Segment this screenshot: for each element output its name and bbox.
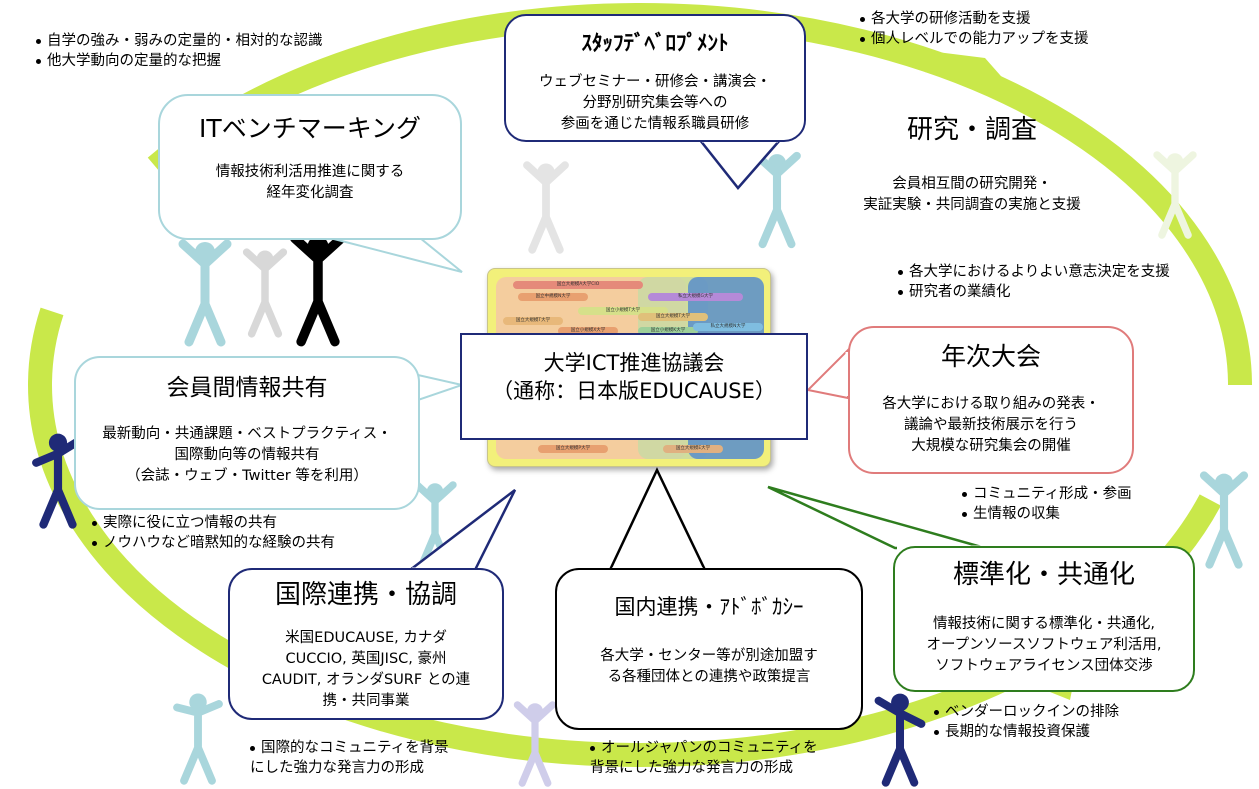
node-desc-line: ソフトウェアライセンス団体交渉	[935, 658, 1153, 674]
notes-bottom-left: 国際的なコミュニティを背景 にした強力な発言力の形成	[250, 738, 449, 778]
note-item: ノウハウなど暗黙知的な経験の共有	[92, 533, 335, 553]
university-label: 国立大規模T大学	[638, 313, 708, 321]
node-desc-line: 各大学・センター等が別途加盟す	[600, 648, 818, 664]
person-icon-navy-bottom	[874, 693, 926, 787]
node-desc-line: CAUDIT, オランダSURF との連	[261, 672, 471, 688]
node-desc-line: 米国EDUCAUSE, カナダ	[285, 630, 447, 646]
person-icon-lightgrey-top	[523, 161, 569, 254]
person-icon-navy-left	[32, 433, 86, 529]
notes-top-right: 各大学の研修活動を支援 個人レベルでの能力アップを支援	[860, 9, 1089, 49]
node-desc-line: 携・共同事業	[322, 693, 410, 709]
notes-right-lower: コミュニティ形成・参画 生情報の収集	[962, 484, 1132, 524]
node-desc-line: 大規模な研究集会の開催	[911, 438, 1071, 454]
university-label: 私立大規模N大学	[693, 323, 763, 331]
node-desc-line: 国際動向等の情報共有	[174, 447, 320, 463]
central-organization-box: 大学ICT推進協議会 （通称：日本版EDUCAUSE）	[460, 333, 808, 440]
node-research: 研究・調査 会員相互間の研究開発・ 実証実験・共同調査の実施と支援	[842, 112, 1102, 232]
notes-top-left: 自学の強み・弱みの定量的・相対的な認識 他大学動向の定量的な把握	[36, 31, 323, 71]
bubble-staff-development: ｽﾀｯﾌﾃﾞﾍﾞﾛﾌﾟﾒﾝﾄ ウェブセミナー・研修会・講演会・ 分野別研究集会等…	[504, 14, 806, 142]
node-desc-line: 実証実験・共同調査の実施と支援	[863, 197, 1081, 213]
note-item: 各大学の研修活動を支援	[860, 9, 1089, 29]
node-desc-line: 最新動向・共通課題・ベストプラクティス・	[102, 426, 392, 442]
node-desc-line: 経年変化調査	[266, 185, 354, 201]
notes-bottom-right: ベンダーロックインの排除 長期的な情報投資保護	[934, 702, 1119, 742]
note-item: ベンダーロックインの排除	[934, 702, 1119, 722]
node-desc-line: る各種団体との連携や政策提言	[607, 669, 811, 685]
node-title: ITベンチマーキング	[199, 114, 421, 143]
node-desc-line: CUCCIO, 英国JISC, 豪州	[285, 651, 447, 667]
center-subtitle: （通称：日本版EDUCAUSE）	[492, 379, 776, 403]
bubble-standardization: 標準化・共通化 情報技術に関する標準化・共通化, オープンソースソフトウェア利活…	[893, 546, 1195, 692]
person-icon-lightblue-top	[753, 151, 801, 249]
node-desc-line: ウェブセミナー・研修会・講演会・	[539, 74, 771, 90]
node-title: ｽﾀｯﾌﾃﾞﾍﾞﾛﾌﾟﾒﾝﾄ	[581, 31, 729, 55]
note-item: 国際的なコミュニティを背景	[250, 738, 449, 758]
person-icon-lightblue-bottom-left	[173, 693, 223, 785]
notes-left-mid: 実際に役に立つ情報の共有 ノウハウなど暗黙知的な経験の共有	[92, 513, 335, 553]
node-desc-line: 各大学における取り組みの発表・	[882, 396, 1100, 412]
university-label: 国立中規模N大学	[518, 293, 588, 301]
person-icon-lavender-bottom	[513, 701, 557, 787]
node-desc-line: 情報技術利活用推進に関する	[215, 164, 405, 180]
node-title: 研究・調査	[906, 115, 1037, 145]
university-label: 国立大規模A大学CIO	[513, 281, 643, 289]
university-label: 国立小規模X大学	[558, 327, 618, 335]
university-label: 国立小規模K大学	[638, 327, 698, 335]
node-desc-line: 議論や最新技術展示を行う	[904, 417, 1078, 433]
note-item: 各大学におけるよりよい意志決定を支援	[898, 262, 1170, 282]
node-desc-line: 参画を通じた情報系職員研修	[560, 116, 750, 132]
bubble-domestic-cooperation: 国内連携・ｱﾄﾞﾎﾞｶｼｰ 各大学・センター等が別途加盟す る各種団体との連携や…	[555, 568, 863, 730]
bubble-member-info-sharing: 会員間情報共有 最新動向・共通課題・ベストプラクティス・ 国際動向等の情報共有 …	[74, 356, 420, 510]
bubble-it-benchmarking: ITベンチマーキング 情報技術利活用推進に関する 経年変化調査	[158, 94, 462, 240]
note-item: 背景にした強力な発言力の形成	[590, 760, 793, 776]
note-item: 自学の強み・弱みの定量的・相対的な認識	[36, 31, 323, 51]
note-item: 他大学動向の定量的な把握	[36, 51, 323, 71]
university-label: 国立大規模P大学	[538, 445, 608, 453]
note-item: 長期的な情報投資保護	[934, 722, 1119, 742]
notes-right-mid: 各大学におけるよりよい意志決定を支援 研究者の業績化	[898, 262, 1170, 302]
note-item: オールジャパンのコミュニティを	[590, 738, 818, 758]
note-item: 生情報の収集	[962, 504, 1132, 524]
node-desc-line: 情報技術に関する標準化・共通化,	[932, 616, 1156, 632]
center-title: 大学ICT推進協議会	[543, 351, 725, 375]
node-desc-line: （会誌・ウェブ・Twitter 等を利用）	[126, 468, 368, 484]
person-icon-black	[290, 233, 346, 347]
person-icon-lightblue-right	[1199, 471, 1249, 569]
node-title: 年次大会	[940, 342, 1041, 371]
note-item: 研究者の業績化	[898, 282, 1170, 302]
notes-bottom-center: オールジャパンのコミュニティを 背景にした強力な発言力の形成	[590, 738, 818, 778]
node-desc-line: 分野別研究集会等への	[582, 95, 728, 111]
university-label: 国立大規模E大学	[663, 445, 723, 453]
node-desc-line: オープンソースソフトウェア利活用,	[926, 637, 1162, 653]
bubble-annual-conference: 年次大会 各大学における取り組みの発表・ 議論や最新技術展示を行う 大規模な研究…	[848, 326, 1134, 474]
note-item: にした強力な発言力の形成	[250, 760, 424, 776]
node-title: 会員間情報共有	[166, 375, 328, 401]
university-label: 国立大規模T大学	[503, 317, 563, 325]
university-label: 私立大規模G大学	[648, 293, 743, 301]
node-title: 国内連携・ｱﾄﾞﾎﾞｶｼｰ	[614, 595, 804, 619]
person-icon-pale-right	[1153, 151, 1197, 239]
note-item: コミュニティ形成・参画	[962, 484, 1132, 504]
node-title: 国際連携・協調	[274, 580, 457, 610]
person-icon-lightblue-1	[178, 239, 232, 347]
bubble-international-cooperation: 国際連携・協調 米国EDUCAUSE, カナダ CUCCIO, 英国JISC, …	[228, 568, 504, 720]
note-item: 実際に役に立つ情報の共有	[92, 513, 335, 533]
university-label: 国立小規模T大学	[578, 307, 668, 315]
person-icon-grey	[242, 248, 288, 338]
node-title: 標準化・共通化	[952, 560, 1135, 590]
note-item: 個人レベルでの能力アップを支援	[860, 29, 1089, 49]
node-desc-line: 会員相互間の研究開発・	[892, 176, 1052, 192]
